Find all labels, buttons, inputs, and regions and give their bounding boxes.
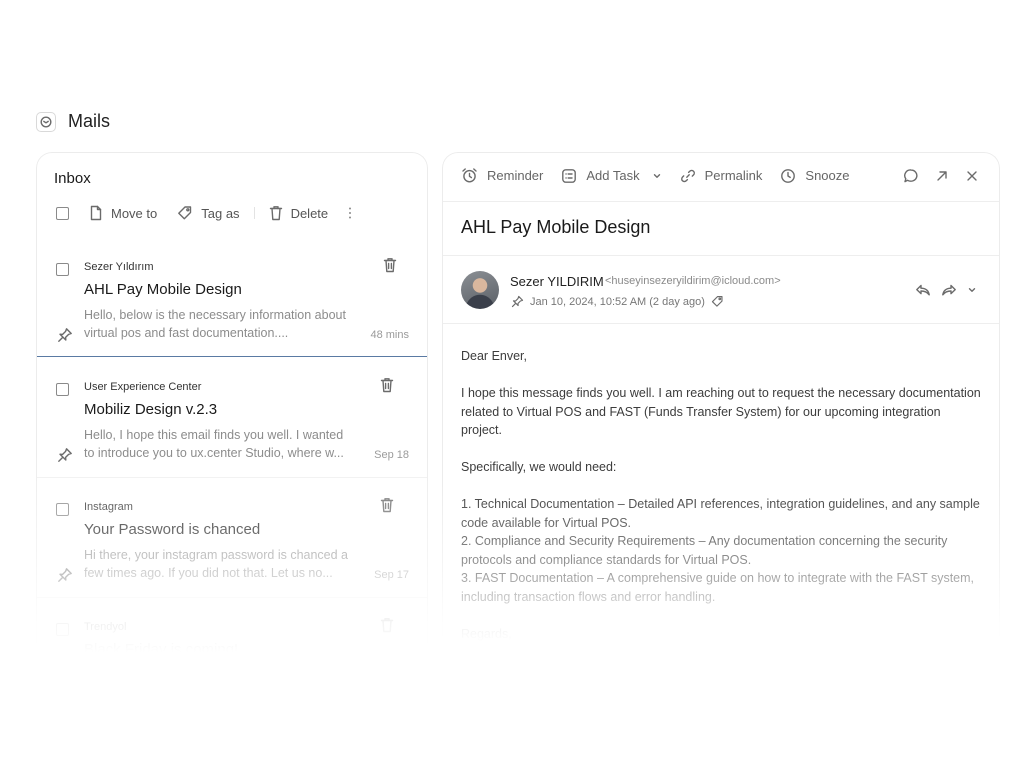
close-icon[interactable] [965, 169, 979, 183]
mail-time: 48 mins [370, 329, 409, 341]
app-header: Mails [36, 111, 110, 132]
permalink-button[interactable]: Permalink [680, 168, 763, 184]
pin-icon[interactable] [57, 447, 73, 463]
tag-as-button[interactable]: Tag as [177, 205, 240, 221]
mail-sender: Sezer Yıldırım [84, 261, 154, 273]
sender-avatar [461, 271, 499, 309]
mail-item[interactable]: User Experience Center Mobiliz Design v.… [37, 357, 427, 477]
open-external-icon[interactable] [935, 169, 949, 183]
email-paragraph: I hope this message finds you well. I am… [461, 386, 981, 437]
file-icon [90, 205, 102, 221]
trash-icon[interactable] [383, 257, 397, 273]
task-icon [562, 168, 577, 183]
pin-icon[interactable] [511, 295, 524, 308]
pin-icon[interactable] [57, 327, 73, 343]
mail-divider [37, 477, 427, 478]
add-task-label: Add Task [586, 168, 640, 183]
inbox-panel: Inbox Move to Tag as Delete Sezer Yıldır… [36, 152, 428, 673]
chevron-down-icon[interactable] [967, 285, 977, 295]
mail-app-icon [36, 111, 56, 132]
mail-detail-panel: Reminder Add Task Permalink Snooze [442, 152, 1000, 653]
add-task-button[interactable]: Add Task [561, 168, 661, 184]
alarm-clock-icon [462, 168, 477, 183]
mail-date: Jan 10, 2024, 10:52 AM (2 day ago) [530, 295, 705, 308]
snooze-label: Snooze [805, 168, 850, 183]
mail-sender: User Experience Center [84, 381, 202, 393]
pin-icon[interactable] [57, 567, 73, 583]
email-list: 1. Technical Documentation – Detailed AP… [461, 495, 981, 606]
delete-label: Delete [290, 205, 329, 221]
more-options-icon[interactable] [348, 206, 352, 220]
reply-icon[interactable] [915, 283, 931, 297]
snooze-button[interactable]: Snooze [780, 168, 850, 184]
email-paragraph: Specifically, we would need: [461, 460, 617, 474]
move-to-button[interactable]: Move to [89, 205, 157, 221]
delete-button[interactable]: Delete [269, 205, 329, 221]
mail-checkbox[interactable] [56, 263, 69, 276]
mail-meta: Jan 10, 2024, 10:52 AM (2 day ago) [511, 295, 724, 308]
sender-email: <huseyinsezeryildirim@icloud.com> [605, 275, 781, 287]
trash-icon [269, 206, 282, 221]
email-list-item: 2. Compliance and Security Requirements … [461, 534, 948, 567]
trash-icon[interactable] [380, 497, 394, 513]
trash-icon[interactable] [380, 617, 394, 633]
mail-checkbox[interactable] [56, 383, 69, 396]
tag-icon [178, 206, 192, 220]
mail-item[interactable]: Instagram Your Password is chanced Hi th… [37, 477, 427, 597]
tag-as-label: Tag as [201, 205, 240, 221]
mail-time: Sep 18 [374, 449, 409, 461]
trash-icon[interactable] [380, 377, 394, 393]
mail-preview: Hello, below is the necessary informatio… [84, 308, 346, 340]
mail-item[interactable]: Trendyol Black Friday is coming! [37, 597, 427, 673]
mail-sender: Trendyol [84, 621, 127, 633]
mail-divider [37, 597, 427, 598]
mail-checkbox[interactable] [56, 623, 69, 636]
tag-icon[interactable] [711, 295, 724, 308]
mail-preview: Hi there, your instagram password is cha… [84, 548, 349, 580]
mail-subject: Black Friday is coming! [84, 641, 239, 658]
divider [443, 323, 999, 324]
email-list-item: 3. FAST Documentation – A comprehensive … [461, 571, 975, 604]
divider [443, 255, 999, 256]
reminder-button[interactable]: Reminder [461, 167, 543, 184]
mail-subject-title: AHL Pay Mobile Design [461, 217, 651, 237]
detail-toolbar: Reminder Add Task Permalink Snooze [443, 153, 999, 202]
permalink-label: Permalink [704, 168, 763, 183]
clock-icon [781, 168, 796, 183]
mail-preview: Hello, I hope this email finds you well.… [84, 428, 344, 460]
mail-subject: AHL Pay Mobile Design [84, 281, 242, 298]
sender-name: Sezer YILDIRIM [510, 274, 604, 289]
link-icon [680, 169, 695, 182]
mail-subject: Mobiliz Design v.2.3 [84, 401, 218, 418]
mail-sender: Instagram [84, 501, 133, 513]
reminder-label: Reminder [487, 168, 544, 183]
mail-item[interactable]: Sezer Yıldırım AHL Pay Mobile Design Hel… [37, 237, 427, 357]
email-list-item: 1. Technical Documentation – Detailed AP… [461, 497, 980, 530]
mail-actions [905, 283, 977, 297]
app-title: Mails [68, 111, 111, 131]
mail-time: Sep 17 [374, 569, 409, 581]
comment-icon[interactable] [903, 168, 919, 184]
move-to-label: Move to [111, 205, 158, 221]
inbox-toolbar: Move to Tag as Delete [56, 205, 352, 221]
chevron-down-icon[interactable] [652, 171, 662, 181]
forward-icon[interactable] [941, 283, 957, 297]
mail-checkbox[interactable] [56, 503, 69, 516]
email-closing: Regards, [461, 626, 512, 641]
email-greeting: Dear Enver, [461, 349, 528, 363]
mail-subject: Your Password is chanced [84, 521, 261, 538]
inbox-title: Inbox [54, 170, 91, 187]
toolbar-divider [253, 207, 255, 219]
email-body: Dear Enver, I hope this message finds yo… [461, 347, 981, 653]
select-all-checkbox[interactable] [56, 206, 69, 220]
